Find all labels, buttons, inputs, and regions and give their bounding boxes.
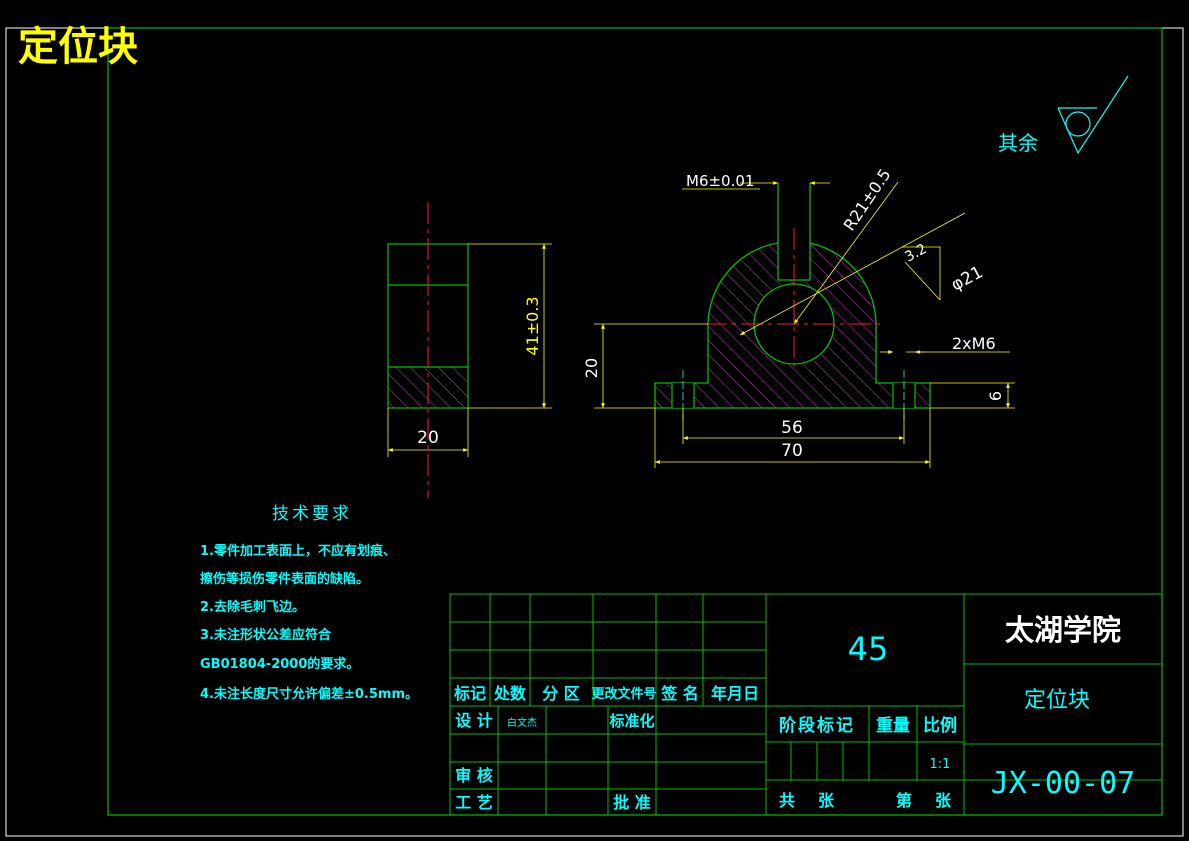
- standard-label: 标准化: [608, 712, 654, 730]
- drawing-title: 定位块: [18, 24, 138, 70]
- drawing-number: JX-00-07: [991, 766, 1136, 801]
- approve-label: 批 准: [613, 793, 651, 812]
- dim-overall-width: 70: [781, 441, 803, 461]
- tech-item: GB01804-2000的要求。: [200, 656, 359, 672]
- process-label: 工 艺: [455, 793, 493, 812]
- header-col: 年月日: [711, 684, 759, 703]
- header-col: 处数: [493, 684, 527, 703]
- material-value: 45: [848, 630, 889, 668]
- dim-height-side: 41±0.3: [523, 296, 542, 355]
- total-label: 共: [779, 791, 795, 810]
- front-outline: [654, 183, 931, 409]
- sheets-label: 张: [818, 791, 835, 810]
- stage-label: 阶段标记: [779, 715, 855, 736]
- dim-width-side: 20: [417, 428, 439, 448]
- dim-hole: φ21: [948, 262, 986, 295]
- front-hatch: [655, 243, 930, 408]
- header-col: 更改文件号: [591, 686, 656, 702]
- header-col: 分 区: [542, 684, 580, 703]
- design-label: 设 计: [455, 711, 493, 730]
- header-col: 标记: [453, 684, 486, 703]
- tech-heading: 技术要求: [272, 504, 352, 524]
- sheet-label-2: 张: [935, 791, 952, 810]
- part-name: 定位块: [1024, 688, 1090, 713]
- tech-item: 擦伤等损伤零件表面的缺陷。: [200, 571, 369, 587]
- designer-name: 白文杰: [507, 716, 537, 729]
- school-name: 太湖学院: [1005, 613, 1121, 647]
- dim-height-front: 20: [582, 358, 601, 378]
- tech-requirements: 技术要求 1.零件加工表面上，不应有划痕、 擦伤等损伤零件表面的缺陷。 2.去除…: [200, 504, 418, 702]
- front-view: M6±0.01 R21±0.5 3.2 φ21 2xM6 20 6 56 70: [582, 165, 1015, 468]
- tech-item: 3.未注形状公差应符合: [200, 627, 332, 643]
- dim-base: 6: [986, 391, 1005, 401]
- sheet-label: 第: [896, 791, 912, 810]
- tech-item: 1.零件加工表面上，不应有划痕、: [200, 543, 396, 559]
- surface-label: 其余: [998, 131, 1038, 155]
- header-col: 签 名: [660, 684, 699, 703]
- roughness-symbol-icon: [1057, 75, 1129, 155]
- review-label: 审 核: [455, 766, 493, 785]
- scale-value: 1:1: [930, 757, 951, 772]
- side-view: 41±0.3 20: [387, 202, 552, 498]
- dim-holes: 2xM6: [952, 334, 996, 353]
- tech-item: 4.未注长度尺寸允许偏差±0.5mm。: [200, 686, 418, 702]
- scale-label: 比例: [923, 715, 957, 736]
- weight-label: 重量: [876, 715, 910, 736]
- tech-item: 2.去除毛刺飞边。: [200, 599, 305, 615]
- dim-slot: M6±0.01: [686, 172, 754, 190]
- title-block: [449, 593, 1163, 816]
- dim-hole-span: 56: [781, 418, 803, 438]
